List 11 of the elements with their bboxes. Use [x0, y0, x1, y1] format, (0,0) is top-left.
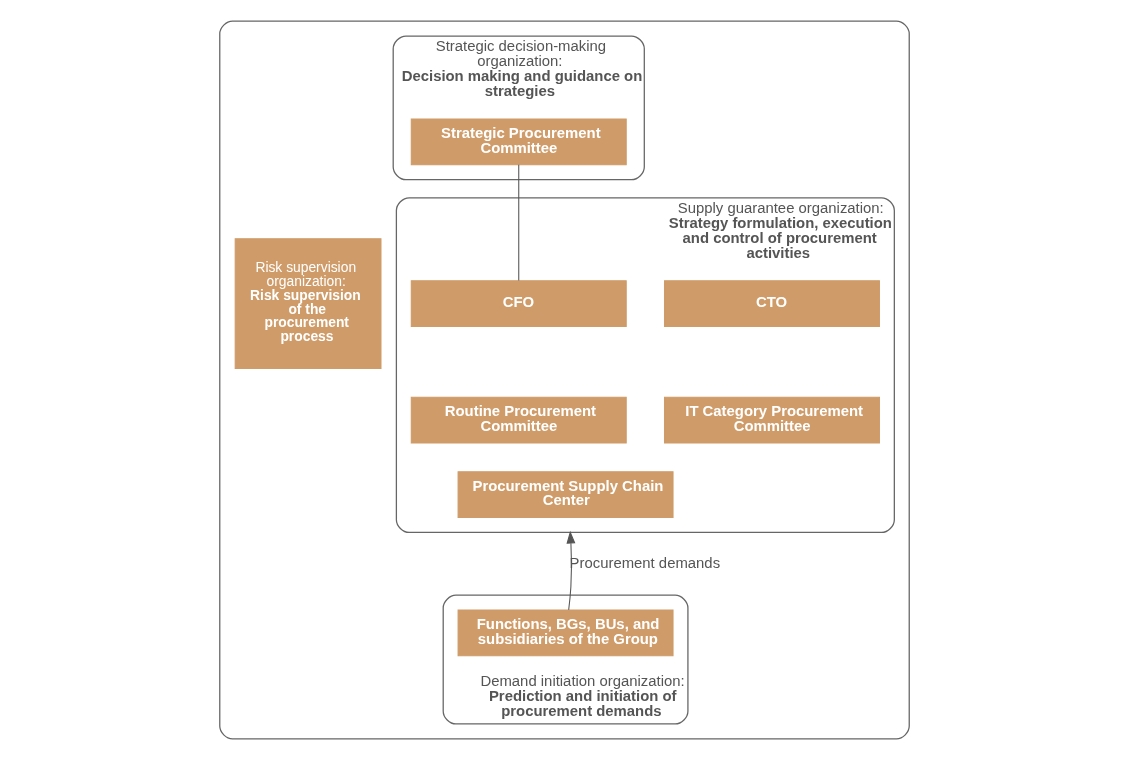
node-box: IT Category Procurement Committee	[663, 396, 880, 444]
node-box: Procurement Supply Chain Center	[457, 471, 674, 519]
node-box: Functions, BGs, BUs, and subsidiaries of the Group	[457, 609, 674, 657]
node-box: Routine Procurement Committee	[410, 396, 627, 444]
node-box: Strategic Procurement Committee	[410, 118, 627, 166]
node-box: CTO	[663, 280, 880, 328]
cluster	[218, 20, 910, 740]
connector	[517, 164, 519, 281]
arrow	[565, 530, 575, 611]
node-box: Risk supervision organization: Risk supervision of the procurement process	[234, 238, 381, 370]
node-box: CFO	[410, 280, 627, 328]
